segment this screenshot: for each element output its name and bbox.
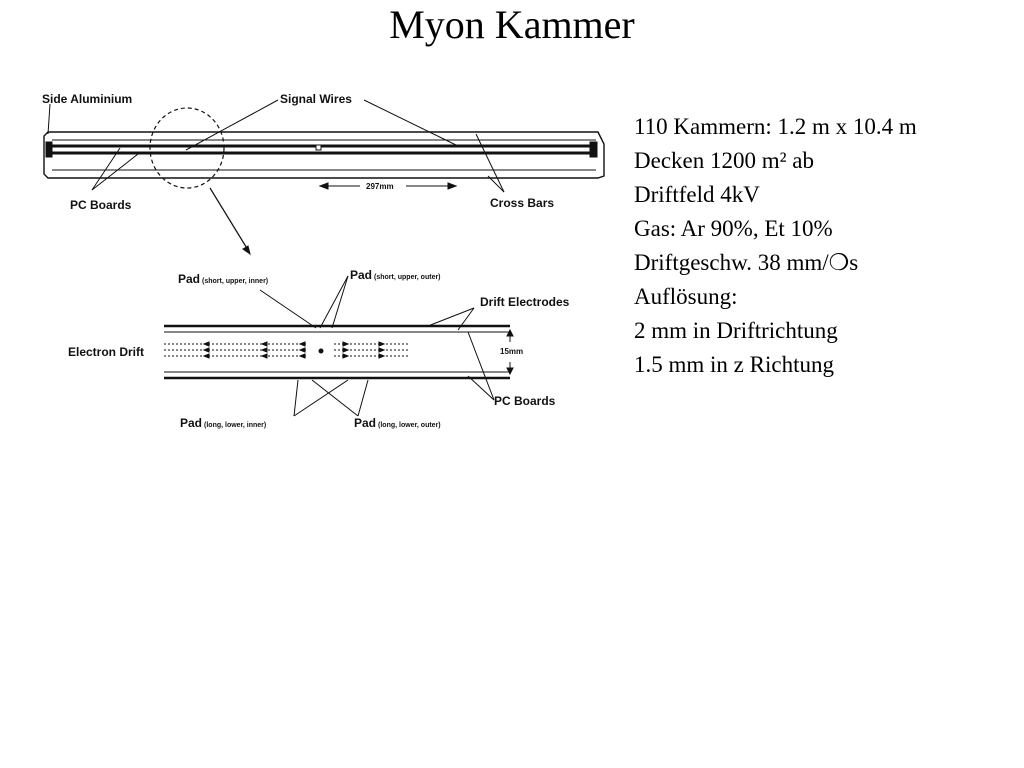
drift-electrodes-label: Drift Electrodes — [480, 295, 570, 309]
bullet-item: Driftfeld 4kV — [634, 182, 760, 207]
bullet-item: 2 mm in Driftrichtung — [634, 318, 838, 343]
side-aluminium-label: Side Aluminium — [42, 92, 132, 106]
bullet-list: 110 Kammern: 1.2 m x 10.4 m Decken 1200 … — [634, 110, 917, 382]
signal-wires-label: Signal Wires — [280, 92, 352, 106]
pad-long-lower-inner-label: Pad(long, lower, inner) — [180, 416, 266, 430]
bullet-item: 1.5 mm in z Richtung — [634, 352, 834, 377]
dimension-297-label: 297mm — [366, 182, 394, 191]
pc-boards-top-label: PC Boards — [70, 198, 132, 212]
bullet-item: Driftgeschw. 38 mm/❍s — [634, 250, 859, 275]
chamber-cross-section — [43, 99, 605, 256]
bullet-item: 110 Kammern: 1.2 m x 10.4 m — [634, 114, 917, 139]
slide-title: Myon Kammer — [389, 2, 635, 47]
muon-chamber-diagram: Side Aluminium Signal Wires PC Boards Cr… — [42, 92, 605, 430]
pad-long-lower-outer-label: Pad(long, lower, outer) — [354, 416, 441, 430]
pc-boards-bottom-label: PC Boards — [494, 394, 556, 408]
bullet-item: Gas: Ar 90%, Et 10% — [634, 216, 833, 241]
cross-bars-label: Cross Bars — [490, 196, 554, 210]
drift-cell-detail — [164, 275, 514, 417]
bullet-item: Auflösung: — [634, 284, 738, 309]
pad-short-upper-inner-label: Pad(short, upper, inner) — [178, 272, 268, 286]
dimension-15-label: 15mm — [500, 347, 523, 356]
electron-drift-label: Electron Drift — [68, 345, 144, 359]
pad-short-upper-outer-label: Pad(short, upper, outer) — [350, 268, 441, 282]
bullet-item: Decken 1200 m² ab — [634, 148, 814, 173]
